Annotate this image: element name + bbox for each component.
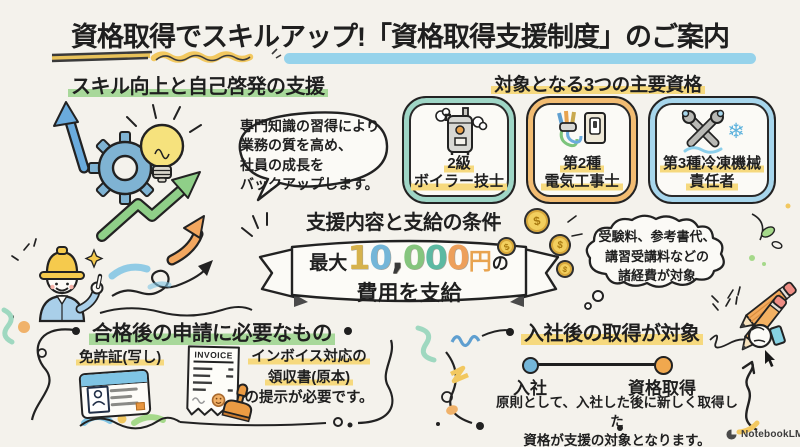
- snowflake-icon: ❄: [727, 119, 745, 143]
- orange-up-arrow-icon: [166, 215, 205, 266]
- sparkle-lines: [11, 238, 37, 261]
- card-label: 2級 ボイラー技士: [410, 155, 507, 191]
- bullet-dot: [72, 327, 80, 335]
- page-title: 資格取得でスキルアップ!「資格取得支援制度」のご案内: [71, 22, 730, 52]
- id-card-stripe: [80, 370, 148, 388]
- invoice-note-line3: の提示が必要です。: [244, 390, 374, 407]
- hanko-stamp-icon: [221, 383, 253, 423]
- qualifications-section-heading: 対象となる3つの主要資格: [448, 71, 748, 97]
- amount-prefix: 最大: [309, 253, 348, 274]
- notebooklm-logo-icon: [726, 429, 737, 440]
- boiler-icon: [432, 107, 488, 155]
- loop-arrow: [111, 260, 213, 297]
- support-section-heading: 支援内容と支給の条件: [306, 212, 502, 234]
- joining-frame-curls: [1, 307, 760, 435]
- qualification-card-boiler: 2級 ボイラー技士: [402, 96, 516, 204]
- ground-squiggle: [99, 306, 253, 317]
- license-card-icon: [78, 368, 152, 420]
- leaf-doodles: [749, 203, 791, 266]
- id-card-seal: [135, 401, 146, 411]
- id-card-line: [109, 387, 138, 393]
- timeline-end-dot: [654, 356, 673, 375]
- amount-digit: 0: [446, 238, 470, 277]
- invoice-note: インボイス対応の 領収書(原本) の提示が必要です。: [240, 347, 378, 409]
- timeline-start-dot: [522, 357, 539, 374]
- id-card-line: [110, 401, 139, 407]
- timeline-end-label: 資格取得: [628, 379, 696, 398]
- title-underline-scribble: [51, 48, 756, 64]
- card-label: 第3種冷凍機械 責任者: [659, 155, 765, 191]
- qualification-timeline: 入社 資格取得: [513, 352, 696, 398]
- skills-section-heading: スキル向上と自己啓発の支援: [68, 70, 328, 99]
- id-card-line: [110, 394, 133, 400]
- joining-note: 原則として、入社した後に新しく取得した 資格が支援の対象となります。: [496, 395, 738, 447]
- ribbon-shape: [258, 239, 560, 307]
- pencil-sparkle-lines: [711, 286, 741, 303]
- banner-line2: 費用を支給: [356, 282, 462, 305]
- amount-digit: ,: [391, 238, 404, 277]
- blue-up-arrow-icon: [53, 101, 90, 174]
- amount-digit: 0: [369, 238, 392, 277]
- qualification-card-electric: 第2種 電気工事士: [526, 96, 638, 204]
- invoice-receipt-icon: INVOICE: [186, 345, 240, 417]
- amount-particle: の: [491, 254, 509, 273]
- worker-character: [11, 238, 104, 323]
- invoice-note-line2: 領収書(原本): [264, 369, 354, 386]
- expense-cloud-bubble: 受験料、参考書代、 講習受講料などの 諸経費が対象: [580, 212, 734, 316]
- license-label: 免許証(写し): [76, 346, 165, 367]
- writing-hand-icon: [709, 294, 788, 351]
- emphasis-rays: [241, 212, 268, 237]
- application-section-heading: 合格後の申請に必要なもの: [62, 316, 362, 346]
- handwriting-scribble: [709, 334, 755, 349]
- timeline-start-label: 入社: [513, 379, 547, 398]
- amount-digit: 0: [424, 238, 448, 277]
- brand-name: NotebookLM: [741, 429, 800, 440]
- sleeve-cuff: [769, 325, 786, 346]
- blue-brush-stroke: [108, 263, 151, 280]
- bullet-dot: [506, 327, 514, 336]
- green-growth-arrow-icon: [96, 171, 201, 242]
- cursor-icon: [765, 350, 775, 367]
- qualification-cards: 2級 ボイラー技士: [402, 96, 776, 204]
- smiley-stamp-icon: [211, 393, 226, 407]
- gear-icon: [88, 131, 162, 205]
- amount-digit: 0: [402, 238, 426, 277]
- title-highlight-blue: [284, 53, 756, 64]
- notebooklm-watermark: NotebookLM: [726, 429, 800, 440]
- id-card-photo: [86, 385, 111, 414]
- skills-speech-bubble: 専門知識の習得により 業務の質を高め、 社員の成長を バックアップします。: [224, 104, 400, 208]
- card-label: 第2種 電気工事士: [541, 155, 623, 191]
- sparkle-icon: [84, 248, 104, 269]
- wrench-snowflake-icon: ❄: [679, 107, 745, 155]
- bullet-dot: [344, 327, 352, 335]
- joining-section-heading: 入社後の取得が対象: [506, 317, 703, 346]
- qualification-card-refrigeration: ❄ 第3種冷凍機械 責任者: [648, 96, 776, 204]
- skills-bubble-text: 専門知識の習得により 業務の質を高め、 社員の成長を バックアップします。: [240, 118, 380, 192]
- blue-brush-stroke-small: [147, 281, 172, 290]
- timeline-line: [528, 363, 664, 366]
- expense-cloud-text: 受験料、参考書代、 講習受講料などの 諸経費が対象: [598, 229, 716, 283]
- speech-bubble-outline: [238, 111, 389, 202]
- electric-plug-icon: [555, 107, 609, 155]
- amount-unit: 円: [468, 248, 492, 274]
- skills-illustration: [53, 101, 205, 266]
- invoice-note-line1: インボイス対応の: [248, 349, 370, 365]
- amount-digit: 1: [347, 238, 370, 277]
- invoice-title: INVOICE: [194, 350, 233, 361]
- coin-sparkle-lines: [485, 215, 583, 237]
- cloud-outline: [584, 214, 725, 310]
- lightbulb-icon: [126, 104, 202, 183]
